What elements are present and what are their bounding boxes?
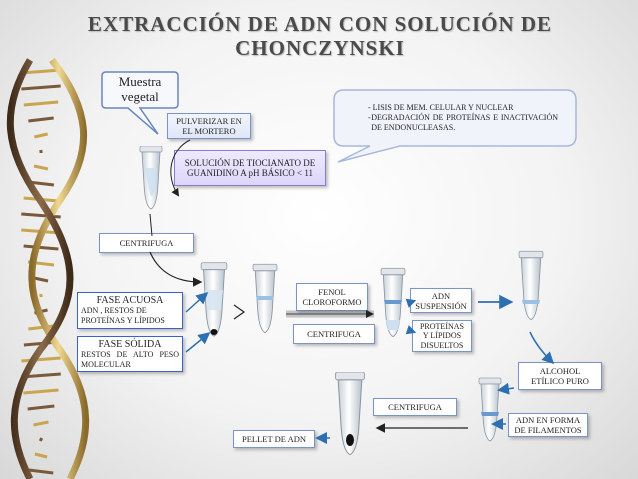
arrow-icon-1 — [171, 140, 190, 195]
arrow-icon-5 — [186, 334, 208, 352]
arrow-icon-3 — [150, 252, 200, 282]
tube-icon-3 — [253, 264, 277, 332]
tube-icon-4 — [381, 268, 405, 336]
tube-icon-1 — [140, 146, 162, 209]
arrow-icon-8 — [408, 330, 414, 332]
tube-icon-6 — [479, 378, 501, 441]
arrow-icon-4 — [186, 294, 206, 312]
tube-icon-7 — [336, 372, 365, 455]
tube-icon-5 — [519, 251, 543, 319]
arrow-icon-11 — [500, 388, 514, 390]
chevron-icon — [234, 305, 244, 319]
arrow-icon-2 — [150, 214, 152, 236]
tube-icon-2 — [201, 263, 227, 337]
arrow-icon-10 — [530, 332, 552, 362]
arrow-icon-7 — [408, 301, 414, 303]
